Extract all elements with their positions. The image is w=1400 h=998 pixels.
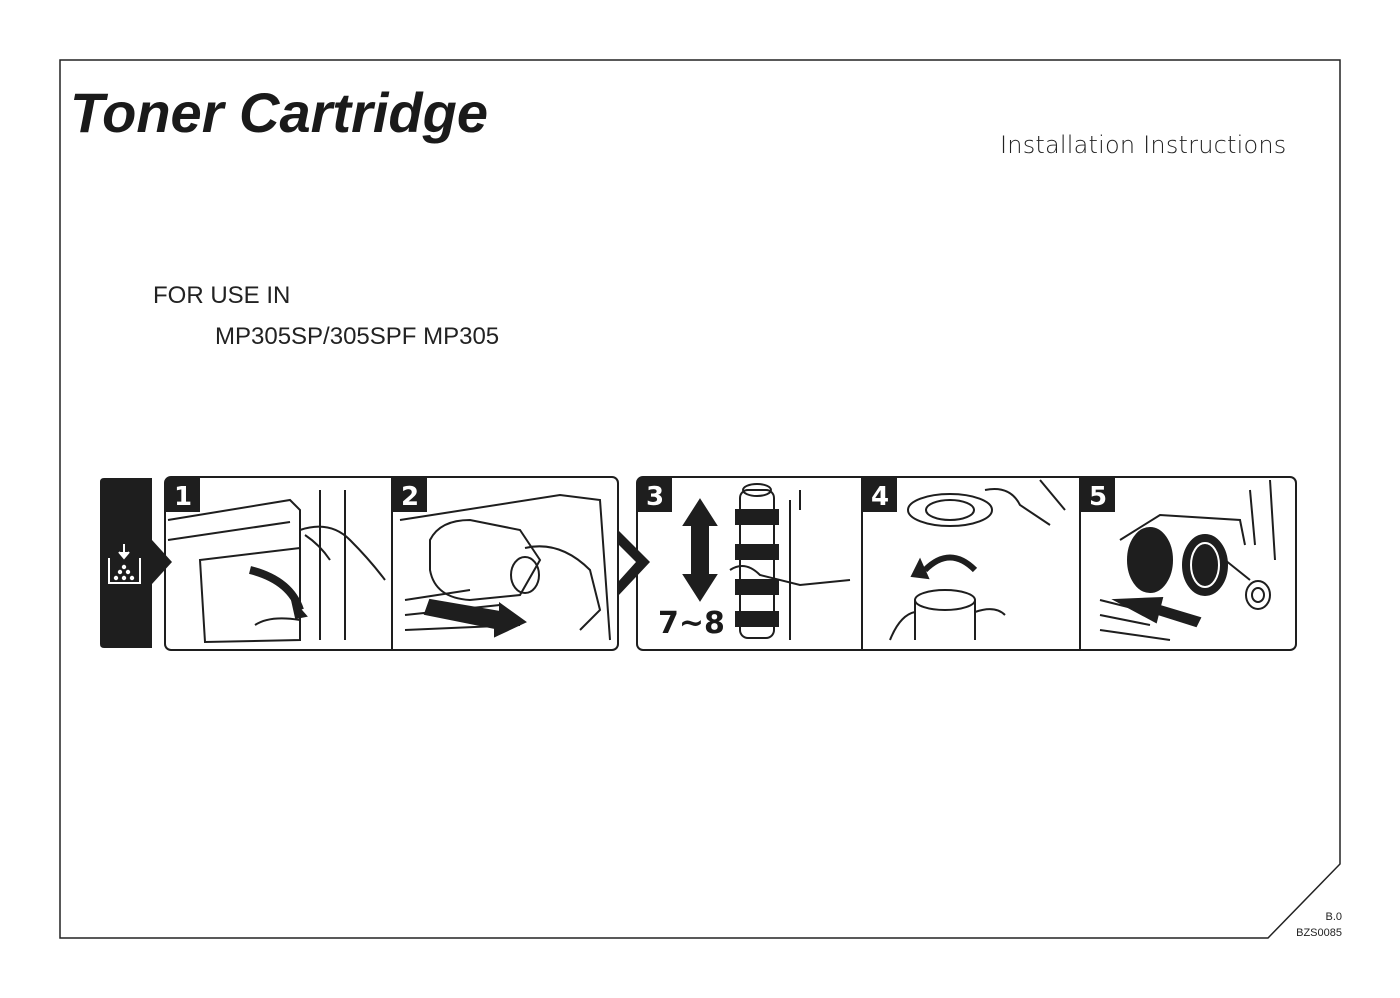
doc-code-label: BZS0085 — [1296, 927, 1342, 939]
document-codes: B.0 BZS0085 — [1296, 909, 1342, 941]
page-title: Toner Cartridge — [70, 81, 488, 144]
page-subtitle: Installation Instructions — [1000, 131, 1287, 159]
revision-label: B.0 — [1325, 911, 1342, 923]
model-list: MP305SP/305SPF MP305 — [215, 323, 500, 350]
for-use-label: FOR USE IN — [153, 282, 291, 309]
